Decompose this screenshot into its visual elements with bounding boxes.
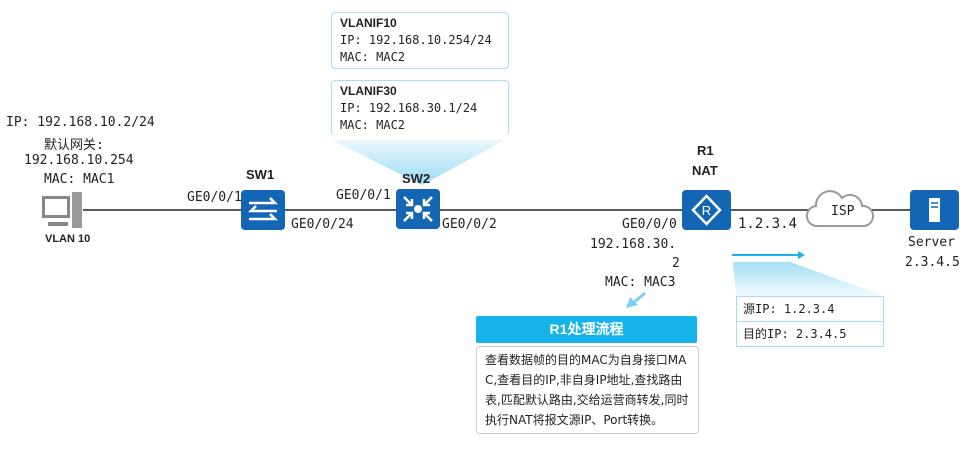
pc-gateway: 192.168.10.254 — [24, 153, 134, 168]
sw2-l3switch-icon[interactable] — [396, 189, 440, 229]
vlanif-callout — [332, 140, 505, 185]
pc-icon[interactable] — [40, 190, 84, 230]
isp-cloud-icon — [806, 190, 874, 228]
r1-router-icon[interactable]: R — [682, 190, 731, 230]
nat-dst-ip: 目的IP: 2.3.4.5 — [743, 327, 847, 341]
nat-callout — [733, 262, 884, 296]
server-icon[interactable] — [910, 190, 959, 230]
sw2-port-left: GE0/0/1 — [336, 188, 391, 203]
r1-mac: MAC: MAC3 — [605, 275, 676, 290]
vlanif10-ip: IP: 192.168.10.254/24 — [340, 33, 492, 47]
sw2-port-right: GE0/0/2 — [442, 217, 497, 232]
r1-label: R1 — [697, 143, 714, 158]
server-ip: 2.3.4.5 — [905, 255, 960, 270]
nat-src-ip: 源IP: 1.2.3.4 — [737, 297, 883, 322]
isp-label: ISP — [831, 204, 855, 219]
vlanif30-title: VLANIF30 — [340, 84, 397, 98]
pc-ip: IP: 192.168.10.2/24 — [6, 115, 155, 130]
sw1-label: SW1 — [246, 167, 275, 182]
r1-ip-b: 2 — [672, 256, 680, 271]
svg-text:R: R — [702, 203, 711, 218]
sw1-port-left: GE0/0/1 — [187, 190, 242, 205]
pc-gateway-label: 默认网关: — [44, 138, 104, 153]
sw1-port-right: GE0/0/24 — [291, 217, 354, 232]
server-label: Server — [908, 235, 955, 250]
process-title: R1处理流程 — [476, 316, 697, 343]
nat-packet-table: 源IP: 1.2.3.4 目的IP: 2.3.4.5 — [736, 296, 884, 347]
vlanif30-box: VLANIF30 IP: 192.168.30.1/24 MAC: MAC2 — [331, 80, 509, 136]
r1-role: NAT — [692, 163, 718, 178]
vlanif30-mac: MAC: MAC2 — [340, 118, 406, 132]
pc-vlan: VLAN 10 — [45, 233, 91, 245]
vlanif10-mac: MAC: MAC2 — [340, 50, 406, 64]
vlanif30-ip: IP: 192.168.30.1/24 — [340, 101, 478, 115]
process-body: 查看数据帧的目的MAC为自身接口MAC,查看目的IP,非自身IP地址,查找路由表… — [476, 346, 699, 434]
vlanif10-box: VLANIF10 IP: 192.168.10.254/24 MAC: MAC2 — [331, 12, 509, 69]
vlanif10-title: VLANIF10 — [340, 16, 397, 30]
pc-mac: MAC: MAC1 — [44, 172, 115, 187]
sw1-switch-icon[interactable] — [241, 190, 285, 230]
sw2-label: SW2 — [402, 171, 431, 186]
r1-port: GE0/0/0 — [622, 217, 677, 232]
r1-ip-a: 192.168.30. — [590, 237, 677, 252]
r1-wan-ip: 1.2.3.4 — [738, 216, 798, 232]
